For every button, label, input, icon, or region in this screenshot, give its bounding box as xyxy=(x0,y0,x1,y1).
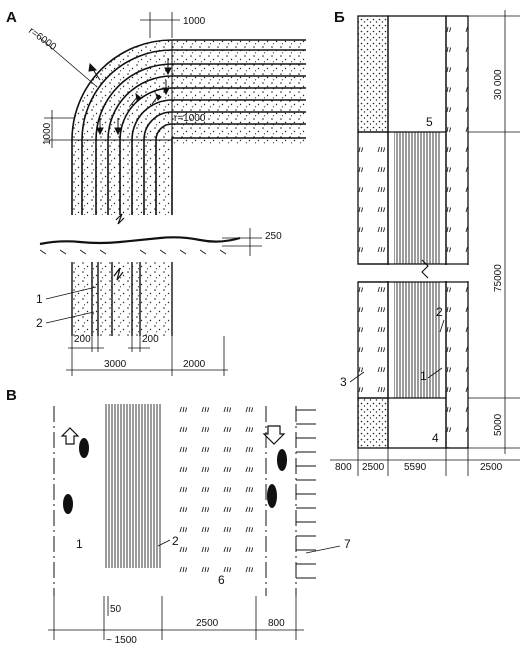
track-plan xyxy=(354,15,472,449)
panel-b-letter: Б xyxy=(334,9,345,26)
dim-bottom-b xyxy=(330,448,520,476)
dim-2500-left: 2500 xyxy=(362,462,385,473)
dim-2000: 2000 xyxy=(183,359,206,370)
dim-200-left: 200 xyxy=(74,334,91,345)
callout-3-leader xyxy=(349,371,365,383)
panel-v-letter: В xyxy=(6,387,17,404)
dim-1500: ~ 1500 xyxy=(106,635,137,646)
callout-2: 2 xyxy=(36,316,43,330)
panel-a: А xyxy=(6,9,306,376)
dim-left-1000 xyxy=(44,110,74,148)
callout-1-v: 1 xyxy=(76,537,83,551)
dim-3000: 3000 xyxy=(104,359,127,370)
dim-bottom-v xyxy=(48,596,304,640)
callout-3: 3 xyxy=(340,375,347,389)
callout-7-leader xyxy=(305,545,341,554)
dim-250-label: 250 xyxy=(265,231,282,242)
callout-4: 4 xyxy=(432,431,439,445)
grass-area xyxy=(166,404,256,584)
callout-2-leader xyxy=(45,311,95,324)
dim-800: 800 xyxy=(335,462,352,473)
callout-7: 7 xyxy=(344,537,351,551)
dim-50: 50 xyxy=(110,604,122,615)
dim-top-label: 1000 xyxy=(183,16,206,27)
dim-800-v: 800 xyxy=(268,618,285,629)
dim-right-vertical xyxy=(468,10,520,454)
dim-5000: 5000 xyxy=(493,413,504,436)
callout-1-leader xyxy=(45,286,97,300)
dim-30000: 30 000 xyxy=(493,69,504,100)
dim-250 xyxy=(222,228,262,256)
callout-2-v-leader xyxy=(157,539,171,547)
callout-2-b: 2 xyxy=(436,305,443,319)
dim-5590: 5590 xyxy=(404,462,427,473)
callout-1: 1 xyxy=(36,292,43,306)
panel-a-letter: А xyxy=(6,9,17,26)
callout-1-b: 1 xyxy=(420,369,427,383)
striped-band xyxy=(104,404,162,568)
panel-v: В xyxy=(6,387,351,646)
lower-track xyxy=(71,262,173,336)
dim-top-1000 xyxy=(140,12,180,38)
break-mark-top xyxy=(115,213,125,225)
ground-line xyxy=(39,236,241,255)
direction-arrow-left xyxy=(60,427,80,445)
callout-5: 5 xyxy=(426,115,433,129)
footprints xyxy=(63,438,287,514)
hatched-edge xyxy=(296,409,316,579)
panel-b: Б xyxy=(330,9,520,476)
curved-track-bands xyxy=(71,39,306,215)
flow-arrows xyxy=(88,58,172,136)
dim-2500-right: 2500 xyxy=(480,462,503,473)
callout-1-b-leader xyxy=(427,367,443,379)
dim-bottom xyxy=(66,336,228,376)
dim-left-label: 1000 xyxy=(42,122,53,145)
callout-2-v: 2 xyxy=(172,534,179,548)
radius-outer-label: r=6000 xyxy=(26,26,58,54)
dim-2500-v: 2500 xyxy=(196,618,219,629)
callout-6: 6 xyxy=(218,573,225,587)
dim-75000: 75000 xyxy=(493,264,504,292)
direction-arrow-right xyxy=(262,425,286,445)
radius-inner-label: r=1000 xyxy=(174,113,206,124)
radius-outer-leader xyxy=(39,37,97,87)
dim-200-right: 200 xyxy=(142,334,159,345)
callout-2-b-leader xyxy=(439,319,445,333)
